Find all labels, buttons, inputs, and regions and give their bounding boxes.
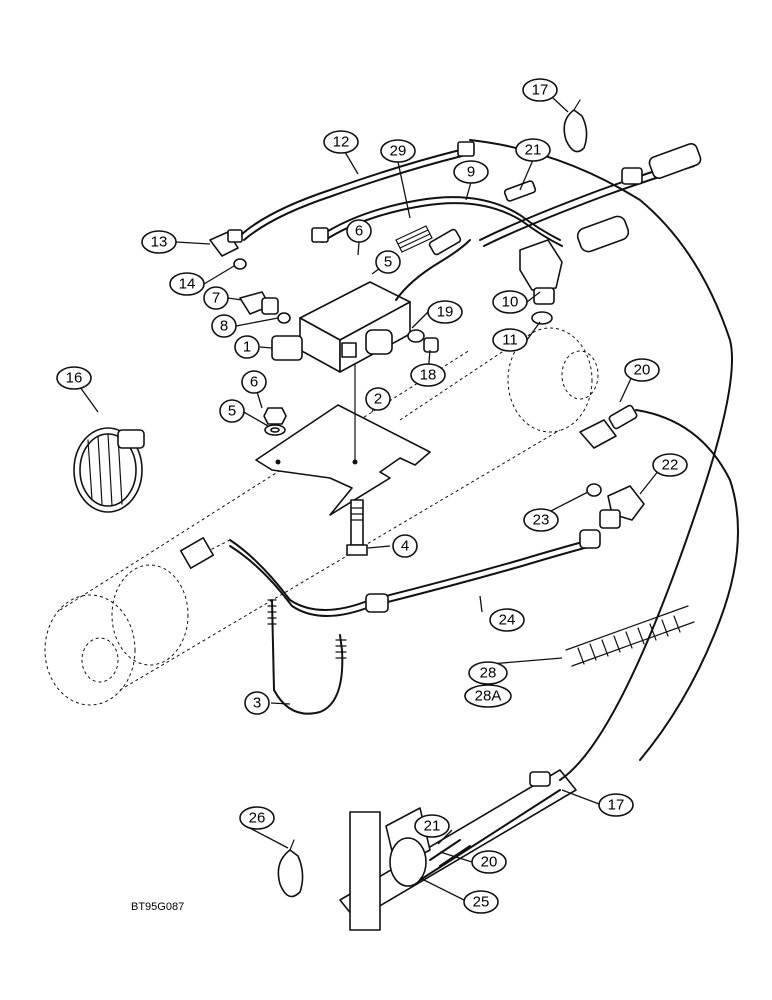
callout-26: 26 bbox=[239, 806, 275, 830]
callout-3: 3 bbox=[244, 691, 270, 715]
callout-label: 13 bbox=[151, 234, 168, 251]
callout-label: 16 bbox=[66, 370, 83, 387]
callout-21-upper: 21 bbox=[515, 138, 551, 162]
callout-23: 22 bbox=[652, 453, 688, 477]
callout-label: 5 bbox=[384, 254, 392, 271]
callout-label: 25 bbox=[473, 894, 490, 911]
callout-19: 19 bbox=[427, 300, 463, 324]
sensor-connector bbox=[395, 180, 537, 301]
callout-17-upper: 17 bbox=[522, 78, 558, 102]
callout-29: 29 bbox=[380, 139, 416, 163]
elbow-fitting-left bbox=[239, 291, 291, 324]
callout-label: 19 bbox=[437, 304, 454, 321]
callout-8: 8 bbox=[211, 314, 237, 338]
figure-code: BT95G087 bbox=[131, 901, 184, 913]
callout-2: 2 bbox=[365, 387, 391, 411]
upper-hose bbox=[469, 139, 733, 501]
callout-17-lower: 17 bbox=[598, 793, 634, 817]
valve-block bbox=[271, 281, 411, 373]
callout-25: 24 bbox=[489, 608, 525, 632]
swivel-elbow bbox=[519, 215, 630, 325]
callout-label: 7 bbox=[212, 290, 220, 307]
callout-label: 21 bbox=[525, 142, 542, 159]
callout-label: 4 bbox=[401, 538, 409, 555]
hose-clamp bbox=[73, 427, 145, 513]
callout-label: 26 bbox=[249, 810, 266, 827]
hose-clip-upper bbox=[563, 99, 588, 153]
callout-10: 10 bbox=[492, 290, 528, 314]
hose-clip-lower bbox=[277, 839, 304, 898]
callout-label: 28 bbox=[480, 665, 497, 682]
elbow-fitting-upper bbox=[209, 229, 247, 270]
callout-6-lower: 6 bbox=[241, 370, 267, 394]
callout-label: 2 bbox=[374, 391, 382, 408]
callout-label: 9 bbox=[467, 164, 475, 181]
coil-spring bbox=[565, 605, 695, 667]
callout-label: 6 bbox=[250, 374, 258, 391]
callout-label: 17 bbox=[532, 82, 549, 99]
callout-12: 12 bbox=[323, 130, 359, 154]
mounting-plate bbox=[255, 359, 431, 516]
callout-24: 23 bbox=[523, 508, 559, 532]
callout-label: 14 bbox=[179, 276, 196, 293]
callout-label: 1 bbox=[243, 339, 251, 356]
callout-label: 5 bbox=[228, 403, 236, 420]
callout-5-lower: 5 bbox=[219, 399, 245, 423]
bolt bbox=[346, 499, 368, 556]
small-fitting bbox=[407, 329, 439, 353]
callout-label: 8 bbox=[220, 318, 228, 335]
callout-label: 29 bbox=[390, 143, 407, 160]
callout-5-upper: 5 bbox=[375, 250, 401, 274]
callout-label: 23 bbox=[533, 512, 550, 529]
tube-12 bbox=[241, 141, 475, 241]
hydraulic-cylinder bbox=[44, 327, 599, 706]
angled-fitting bbox=[579, 404, 739, 761]
callout-13: 13 bbox=[141, 230, 177, 254]
u-bolt bbox=[267, 599, 347, 715]
callout-label: 20 bbox=[481, 854, 498, 871]
callout-label: 24 bbox=[499, 612, 516, 629]
callout-label: 28A bbox=[475, 688, 502, 705]
callout-18: 18 bbox=[410, 363, 446, 387]
callout-20-middle: 20 bbox=[624, 358, 660, 382]
callout-1: 1 bbox=[234, 335, 260, 359]
callout-28: 28 bbox=[468, 661, 508, 685]
callout-9: 9 bbox=[453, 160, 489, 184]
washer-and-nut-lower bbox=[263, 407, 287, 436]
callout-28a: 28A bbox=[464, 684, 512, 708]
callout-14: 14 bbox=[169, 272, 205, 296]
callout-label: 11 bbox=[502, 332, 518, 349]
callout-11: 11 bbox=[492, 328, 528, 352]
elbow-fitting-23 bbox=[586, 483, 645, 529]
callout-label: 3 bbox=[253, 695, 261, 712]
callout-4: 4 bbox=[392, 534, 418, 558]
callout-7: 7 bbox=[203, 286, 229, 310]
callout-label: 21 bbox=[424, 818, 441, 835]
callout-label: 17 bbox=[608, 797, 625, 814]
bottom-bracket bbox=[339, 499, 701, 931]
callout-label: 6 bbox=[355, 223, 363, 240]
callout-21-lower: 21 bbox=[414, 814, 450, 838]
callout-20-lower: 20 bbox=[471, 850, 507, 874]
callout-16: 16 bbox=[56, 366, 92, 390]
callout-6-upper: 6 bbox=[346, 219, 372, 243]
callout-label: 22 bbox=[662, 457, 679, 474]
callout-label: 18 bbox=[420, 367, 437, 384]
callout-label: 20 bbox=[634, 362, 651, 379]
callout-label: 12 bbox=[333, 134, 350, 151]
callout-label: 10 bbox=[502, 294, 519, 311]
hose-25 bbox=[229, 529, 601, 617]
callout-22: 25 bbox=[463, 890, 499, 914]
spring bbox=[395, 225, 433, 253]
